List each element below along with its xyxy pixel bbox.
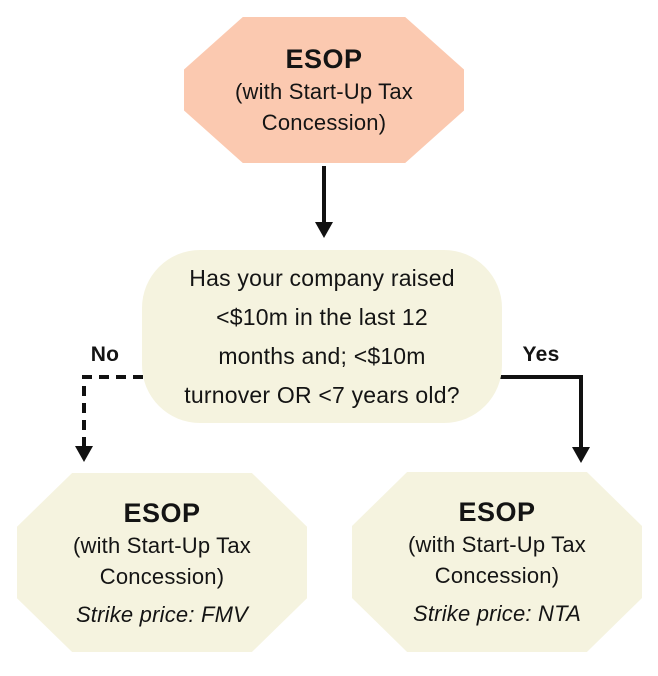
node-subtitle-line: Concession) bbox=[261, 110, 387, 135]
node-subtitle-line: (with Start-Up Tax bbox=[72, 532, 252, 558]
arrowhead-top-to-question bbox=[315, 222, 333, 238]
question-line: months and; <$10m bbox=[218, 342, 426, 369]
node-esop-fmv: ESOP (with Start-Up Tax Concession) Stri… bbox=[17, 473, 307, 652]
arrow-line-no-branch bbox=[82, 375, 143, 447]
arrowhead-no-branch bbox=[75, 446, 93, 462]
node-strike-price: Strike price: FMV bbox=[75, 601, 249, 627]
node-subtitle-line: (with Start-Up Tax bbox=[407, 532, 587, 557]
node-subtitle-line: Concession) bbox=[434, 563, 560, 588]
arrow-line-yes-branch bbox=[500, 375, 583, 448]
arrowhead-yes-branch bbox=[572, 447, 590, 463]
node-title: ESOP bbox=[123, 497, 201, 528]
node-title: ESOP bbox=[285, 44, 363, 74]
node-esop-start: ESOP (with Start-Up Tax Concession) bbox=[184, 17, 464, 163]
edge-label-yes: Yes bbox=[522, 343, 560, 366]
node-title: ESOP bbox=[458, 497, 536, 527]
node-subtitle-line: Concession) bbox=[99, 563, 225, 589]
node-esop-nta: ESOP (with Start-Up Tax Concession) Stri… bbox=[352, 472, 642, 652]
question-line: <$10m in the last 12 bbox=[216, 303, 428, 330]
node-question: Has your company raised <$10m in the las… bbox=[142, 250, 502, 423]
edge-label-no: No bbox=[90, 343, 120, 366]
question-line: turnover OR <7 years old? bbox=[184, 381, 460, 408]
node-subtitle-line: (with Start-Up Tax bbox=[234, 79, 414, 104]
question-line: Has your company raised bbox=[189, 264, 455, 291]
node-strike-price: Strike price: NTA bbox=[412, 601, 582, 626]
